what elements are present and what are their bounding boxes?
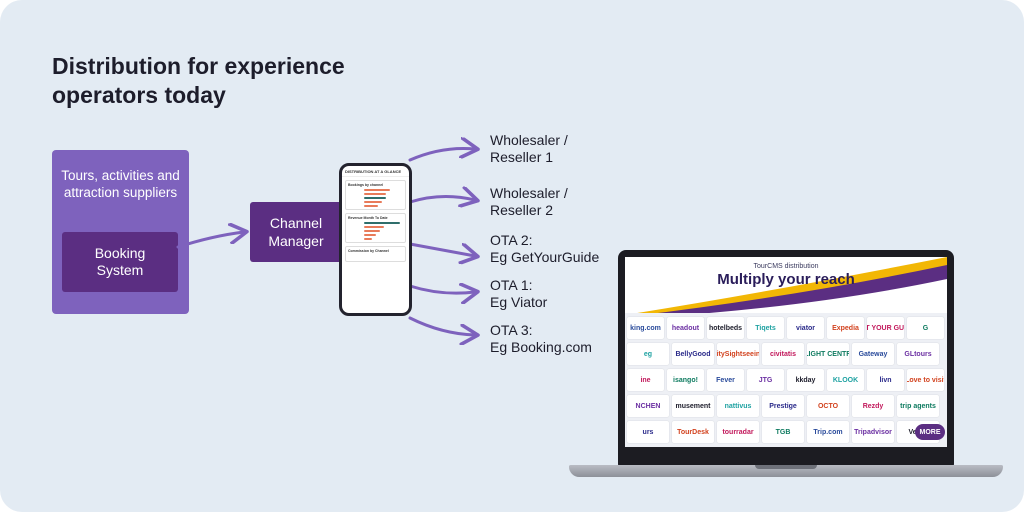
destination-line: Reseller 1: [490, 149, 554, 165]
arrow-to-ota-3: [408, 316, 475, 335]
partner-logo: eg: [627, 343, 669, 365]
partner-logo: urs: [627, 421, 669, 443]
phone-card-channels: Bookings by channel: [345, 180, 406, 210]
phone-card-revenue: Revenue Month To Date: [345, 213, 406, 243]
partner-logo: musement: [672, 395, 714, 417]
partner-logo: KLOOK: [827, 369, 864, 391]
phone-bar: [364, 193, 386, 195]
supplier-label: Tours, activities and attraction supplie…: [61, 168, 180, 200]
phone-bar: [364, 226, 384, 228]
arrow-to-reseller-2: [408, 196, 475, 202]
destination-line: Eg Booking.com: [490, 339, 592, 355]
destination-line: OTA 1:: [490, 277, 533, 293]
laptop-title: Multiply your reach: [717, 271, 855, 288]
arrow-to-ota-2: [408, 242, 475, 256]
destination-line: Reseller 2: [490, 202, 554, 218]
phone-bar: [364, 197, 386, 199]
partner-logo: tourradar: [717, 421, 759, 443]
laptop-screen: TourCMS distribution Multiply your reach…: [625, 257, 947, 447]
partner-logo: isango!: [667, 369, 704, 391]
partner-logo: Tiqets: [747, 317, 784, 339]
partner-logo: GLtours: [897, 343, 939, 365]
laptop-subtitle: TourCMS distribution: [753, 263, 819, 270]
destination-ota-1: OTA 1: Eg Viator: [490, 277, 547, 311]
phone-bar: [364, 205, 378, 207]
partner-logo: TGB: [762, 421, 804, 443]
partner-logo: TourDesk: [672, 421, 714, 443]
partner-logo: king.com: [627, 317, 664, 339]
destination-reseller-2: Wholesaler / Reseller 2: [490, 185, 568, 219]
partner-logo: hotelbeds: [707, 317, 744, 339]
phone-card-title: Bookings by channel: [348, 183, 384, 187]
destination-line: Eg Viator: [490, 294, 548, 310]
phone-bar: [364, 234, 376, 236]
partner-logo: Fever: [707, 369, 744, 391]
partner-logo: Rezdy: [852, 395, 894, 417]
destination-line: Wholesaler /: [490, 132, 568, 148]
header-swoosh: [625, 257, 947, 317]
phone-bar: [364, 189, 390, 191]
partner-logo: Expedia: [827, 317, 864, 339]
destination-ota-2: OTA 2: Eg GetYourGuide: [490, 232, 599, 266]
destination-ota-3: OTA 3: Eg Booking.com: [490, 322, 592, 356]
phone-bar: [364, 222, 400, 224]
laptop-base: [569, 465, 1003, 477]
phone-bar: [364, 201, 382, 203]
destination-line: OTA 3:: [490, 322, 533, 338]
booking-system-box: Booking System: [62, 232, 178, 292]
partner-logo: nattivus: [717, 395, 759, 417]
destination-line: OTA 2:: [490, 232, 533, 248]
partner-logo: Tripadvisor: [852, 421, 894, 443]
phone-card-title: Commission by Channel: [348, 249, 389, 253]
partner-logo: Love to visit: [907, 369, 944, 391]
destination-line: Wholesaler /: [490, 185, 568, 201]
channel-manager-box: Channel Manager: [250, 202, 342, 262]
partner-logo: civitatis: [762, 343, 804, 365]
partner-logo: GET YOUR GUIDE: [867, 317, 904, 339]
laptop-notch: [755, 465, 817, 469]
partner-logo: FLIGHT CENTRE: [807, 343, 849, 365]
partner-logo: OCTO: [807, 395, 849, 417]
partner-logo: Gateway: [852, 343, 894, 365]
arrow-to-ota-1: [408, 286, 475, 293]
arrow-to-reseller-1: [408, 148, 475, 162]
partner-logo: Trip.com: [807, 421, 849, 443]
phone-card-title: Revenue Month To Date: [348, 216, 388, 220]
partner-logo: viator: [787, 317, 824, 339]
phone-mockup: DISTRIBUTION AT A GLANCE Bookings by cha…: [339, 163, 412, 316]
phone-header: DISTRIBUTION AT A GLANCE: [342, 166, 409, 177]
phone-card-commission: Commission by Channel: [345, 246, 406, 262]
partner-logo: G: [907, 317, 944, 339]
partner-logo: livn: [867, 369, 904, 391]
phone-bar: [364, 230, 380, 232]
partner-logo: kkday: [787, 369, 824, 391]
phone-bar: [364, 238, 372, 240]
supplier-box: Tours, activities and attraction supplie…: [52, 150, 189, 314]
phone-card-body: [348, 253, 403, 259]
destination-line: Eg GetYourGuide: [490, 249, 600, 265]
partner-logo: headout: [667, 317, 704, 339]
partner-logo: JTG: [747, 369, 784, 391]
page-title: Distribution for experience operators to…: [52, 53, 345, 108]
partner-logo: NCHEN: [627, 395, 669, 417]
partner-logo: ine: [627, 369, 664, 391]
destination-reseller-1: Wholesaler / Reseller 1: [490, 132, 568, 166]
partner-logo: BellyGood: [672, 343, 714, 365]
partner-logo: CitySightseeing: [717, 343, 759, 365]
partner-logo: Prestige: [762, 395, 804, 417]
partner-logo: trip agents: [897, 395, 939, 417]
more-button[interactable]: MORE: [915, 424, 945, 440]
